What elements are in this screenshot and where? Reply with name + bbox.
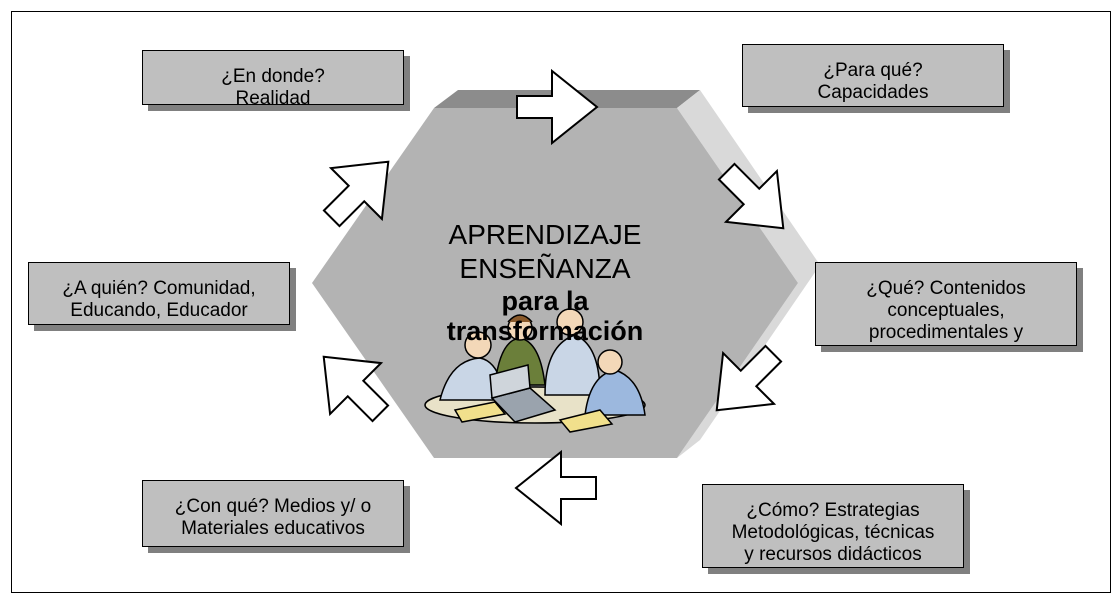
box-con-que-line2: Materiales educativos: [181, 518, 365, 539]
center-line-1: APRENDIZAJE: [448, 219, 642, 250]
box-para-que-line1: ¿Para qué?: [823, 60, 923, 81]
hexagon-front-face: [312, 108, 798, 458]
box-como-line3: y recursos didácticos: [744, 544, 922, 565]
box-para-que-line2: Capacidades: [817, 82, 929, 103]
box-para-que: ¿Para qué? Capacidades: [742, 44, 1004, 107]
box-a-quien: ¿A quién? Comunidad, Educando, Educador: [28, 262, 290, 325]
box-con-que-line1: ¿Con qué? Medios y/ o: [174, 496, 372, 517]
center-line-3: para la: [501, 286, 589, 316]
box-con-que: ¿Con qué? Medios y/ o Materiales educati…: [142, 480, 404, 547]
arrow-bottom-left-icon: [514, 449, 597, 527]
center-title: APRENDIZAJE ENSEÑANZA para la transforma…: [390, 218, 700, 346]
arrow-right-down-icon: [717, 162, 785, 230]
arrow-right-lower-icon: [715, 344, 783, 412]
box-que-line3: procedimentales y: [868, 322, 1024, 343]
hexagon-side-face: [677, 90, 820, 458]
arrow-left-upper-icon: [322, 160, 390, 228]
box-en-donde: ¿En donde? Realidad: [142, 50, 404, 105]
box-que-line2: conceptuales,: [887, 300, 1005, 321]
center-line-4: transformación: [446, 316, 644, 346]
box-que: ¿Qué? Contenidos conceptuales, procedime…: [815, 262, 1077, 346]
box-que-line1: ¿Qué? Contenidos: [866, 278, 1026, 299]
box-en-donde-line2: Realidad: [235, 88, 311, 105]
box-como-line2: Metodológicas, técnicas: [731, 522, 935, 543]
arrow-left-up-icon: [322, 355, 390, 423]
box-como-line1: ¿Cómo? Estrategias: [746, 500, 920, 521]
center-line-2: ENSEÑANZA: [459, 253, 631, 284]
arrow-top-right-icon: [516, 68, 599, 146]
box-en-donde-line1: ¿En donde?: [221, 66, 325, 87]
box-como: ¿Cómo? Estrategias Metodológicas, técnic…: [702, 484, 964, 568]
box-a-quien-line2: Educando, Educador: [70, 300, 248, 321]
box-a-quien-line1: ¿A quién? Comunidad,: [62, 278, 256, 299]
people-laptop-clipart: [424, 308, 646, 433]
